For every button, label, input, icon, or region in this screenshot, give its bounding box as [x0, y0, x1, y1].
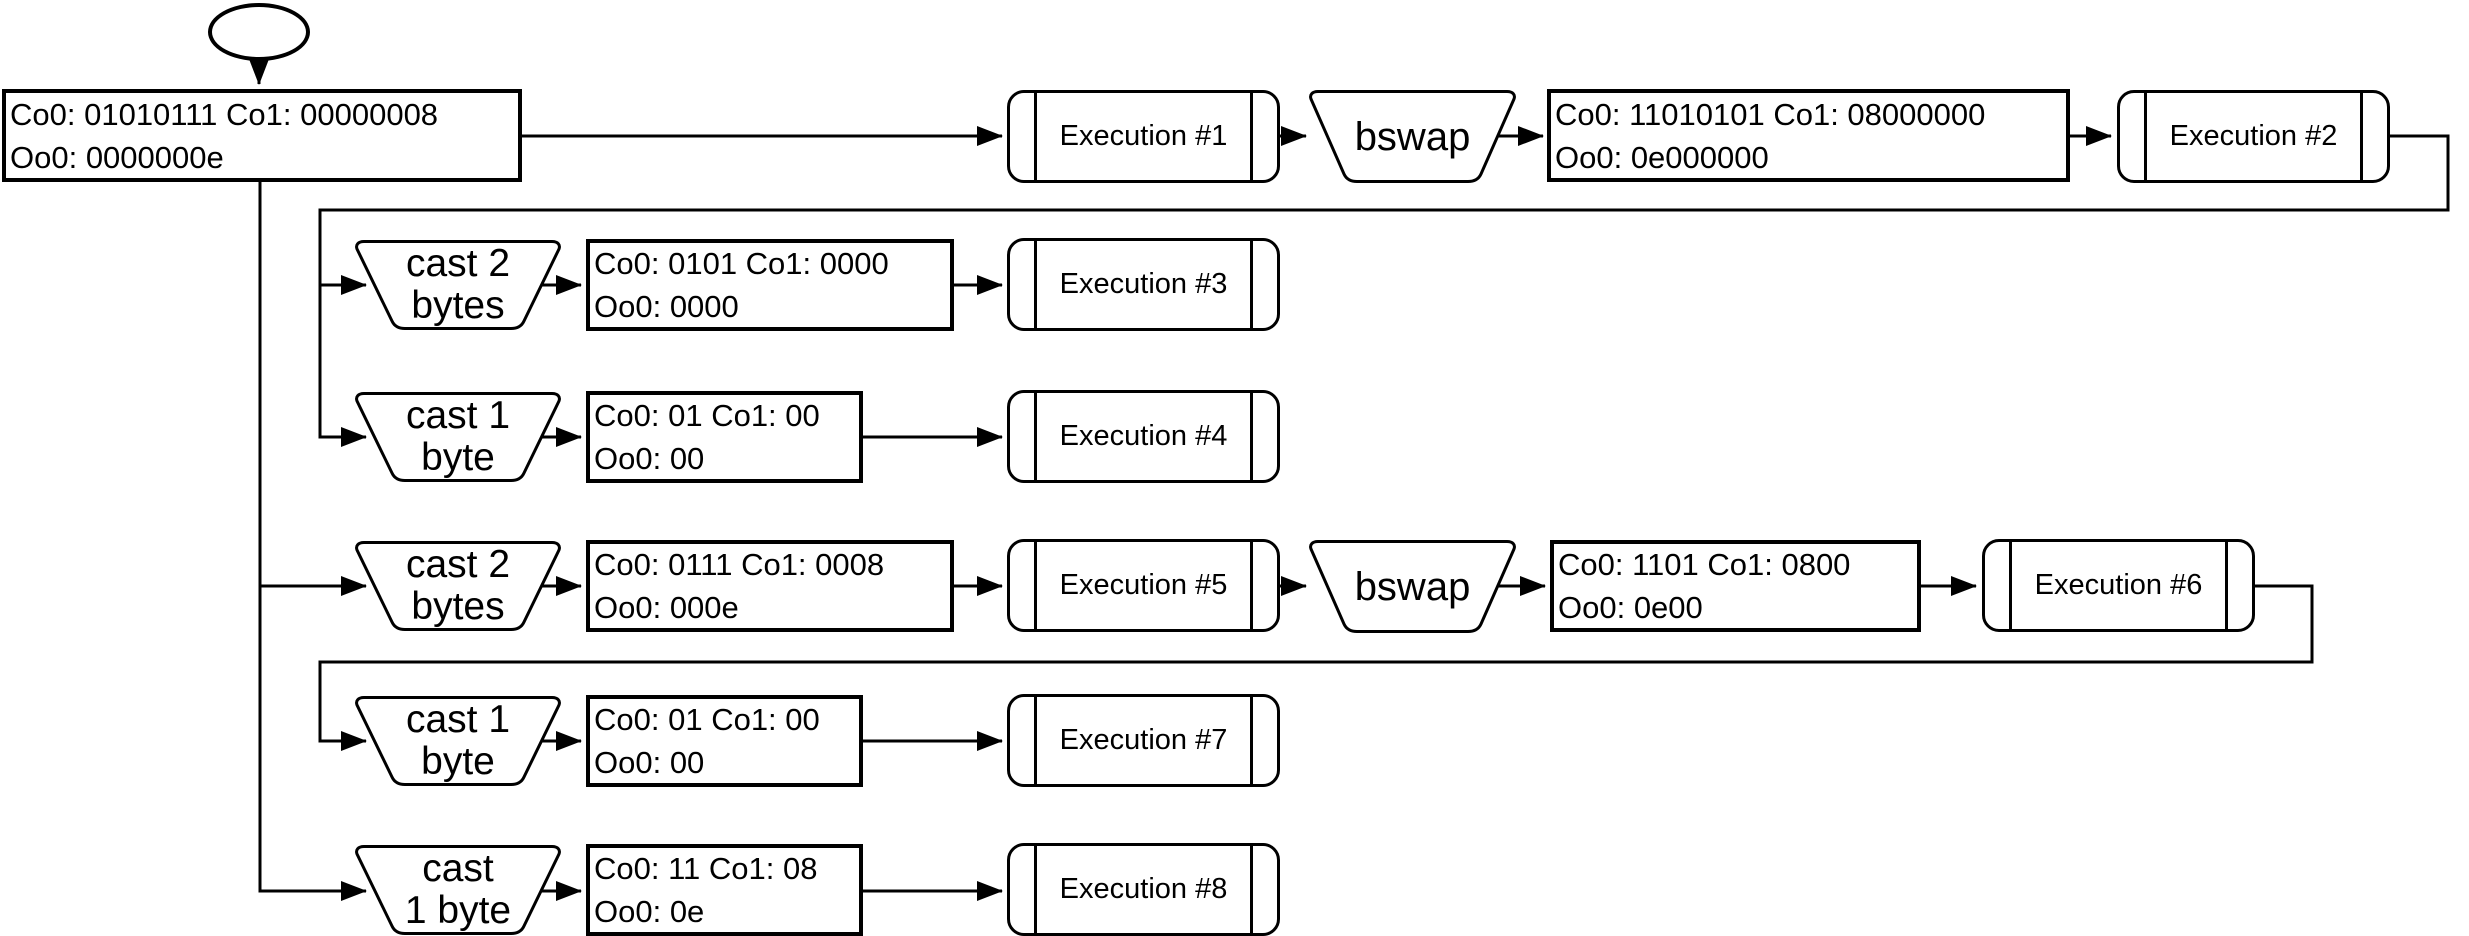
exec-left-bar — [2144, 93, 2147, 180]
state-text-line2: Oo0: 00 — [594, 441, 705, 476]
state-text-line1: Co0: 11010101 Co1: 08000000 — [1555, 96, 1986, 132]
state-box-cast1c[interactable]: Co0: 11 Co1: 08 Oo0: 0e — [586, 844, 863, 936]
state-box-after-bswap1[interactable]: Co0: 11010101 Co1: 08000000 Oo0: 0e00000… — [1547, 89, 2070, 182]
state-box-cast1a[interactable]: Co0: 01 Co1: 00 Oo0: 00 — [586, 391, 863, 483]
execution-5-node[interactable]: Execution #5 — [1007, 539, 1280, 632]
state-text-line2: Oo0: 0000 — [594, 289, 739, 324]
connector-exec6-loop-to-cast1b — [318, 584, 2314, 751]
exec-right-bar — [2360, 93, 2363, 180]
trapezoid-shape — [355, 845, 561, 935]
execution-3-node[interactable]: Execution #3 — [1007, 238, 1280, 331]
execution-5-label: Execution #5 — [1059, 569, 1228, 601]
state-text-line1: Co0: 01010111 Co1: 00000008 — [10, 96, 439, 132]
state-text-line2: Oo0: 00 — [594, 745, 705, 780]
execution-7-label: Execution #7 — [1059, 724, 1228, 756]
exec-right-bar — [2225, 542, 2228, 629]
exec-left-bar — [1034, 542, 1037, 629]
execution-8-node[interactable]: Execution #8 — [1007, 843, 1280, 936]
trapezoid-shape — [1309, 90, 1516, 183]
state-text-line1: Co0: 01 Co1: 00 — [594, 398, 820, 433]
cast-2-bytes-node-b[interactable]: cast 2 bytes — [355, 541, 561, 631]
state-text-line2: Oo0: 0e — [594, 894, 705, 929]
cast-label: cast 1 byte — [405, 394, 511, 479]
cast-label: cast 2 bytes — [405, 543, 511, 628]
state-text-line1: Co0: 0101 Co1: 0000 — [594, 246, 889, 281]
execution-4-node[interactable]: Execution #4 — [1007, 390, 1280, 483]
cast-1-byte-node-b[interactable]: cast 1 byte — [355, 696, 561, 786]
exec-right-bar — [1250, 241, 1253, 328]
state-box-cast2a[interactable]: Co0: 0101 Co1: 0000 Oo0: 0000 — [586, 239, 954, 331]
trapezoid-shape — [355, 392, 561, 482]
bswap-2-label: bswap — [1354, 564, 1471, 609]
exec-left-bar — [1034, 393, 1037, 480]
state-text-line2: Oo0: 0e000000 — [1555, 139, 1769, 175]
connector-branch-to-cast1a — [318, 285, 367, 447]
cast-1-byte-node-a[interactable]: cast 1 byte — [355, 392, 561, 482]
execution-6-node[interactable]: Execution #6 — [1982, 539, 2255, 632]
bswap-1-node[interactable]: bswap — [1309, 90, 1516, 183]
start-ellipse[interactable] — [208, 3, 310, 61]
bswap-2-node[interactable]: bswap — [1309, 540, 1516, 633]
cast-label: cast 1 byte — [405, 698, 511, 783]
state-box-root[interactable]: Co0: 01010111 Co1: 00000008 Oo0: 0000000… — [2, 89, 522, 182]
execution-8-label: Execution #8 — [1059, 873, 1228, 905]
connector-box1-branch-to-cast2b — [258, 182, 367, 596]
state-text-line1: Co0: 01 Co1: 00 — [594, 702, 820, 737]
state-box-cast2b[interactable]: Co0: 0111 Co1: 0008 Oo0: 000e — [586, 540, 954, 632]
connector-exec2-loop-to-cast2a — [318, 134, 2450, 295]
execution-3-label: Execution #3 — [1059, 268, 1228, 300]
execution-2-node[interactable]: Execution #2 — [2117, 90, 2390, 183]
exec-left-bar — [1034, 697, 1037, 784]
state-text-line2: Oo0: 0000000e — [10, 139, 224, 175]
trapezoid-shape — [355, 696, 561, 786]
bswap-1-label: bswap — [1354, 114, 1471, 159]
state-box-after-bswap2[interactable]: Co0: 1101 Co1: 0800 Oo0: 0e00 — [1550, 540, 1921, 632]
trapezoid-shape — [355, 541, 561, 631]
exec-right-bar — [1250, 93, 1253, 180]
state-box-cast1b[interactable]: Co0: 01 Co1: 00 Oo0: 00 — [586, 695, 863, 787]
connector-box1-branch-to-cast1c — [258, 586, 367, 901]
cast-2-bytes-node-a[interactable]: cast 2 bytes — [355, 240, 561, 330]
exec-left-bar — [2009, 542, 2012, 629]
trapezoid-shape — [1309, 540, 1516, 633]
state-text-line1: Co0: 11 Co1: 08 — [594, 851, 818, 886]
exec-right-bar — [1250, 542, 1253, 629]
execution-7-node[interactable]: Execution #7 — [1007, 694, 1280, 787]
execution-2-label: Execution #2 — [2169, 120, 2338, 152]
execution-1-label: Execution #1 — [1059, 120, 1228, 152]
execution-1-node[interactable]: Execution #1 — [1007, 90, 1280, 183]
exec-right-bar — [1250, 697, 1253, 784]
cast-1-byte-node-c[interactable]: cast 1 byte — [355, 845, 561, 935]
exec-left-bar — [1034, 93, 1037, 180]
state-text-line1: Co0: 0111 Co1: 0008 — [594, 547, 885, 582]
trapezoid-shape — [355, 240, 561, 330]
state-text-line2: Oo0: 0e00 — [1558, 590, 1703, 625]
cast-label: cast 1 byte — [404, 847, 512, 932]
cast-label: cast 2 bytes — [405, 242, 511, 327]
state-text-line1: Co0: 1101 Co1: 0800 — [1558, 547, 1851, 582]
exec-left-bar — [1034, 241, 1037, 328]
exec-left-bar — [1034, 846, 1037, 933]
execution-4-label: Execution #4 — [1059, 420, 1228, 452]
exec-right-bar — [1250, 393, 1253, 480]
state-text-line2: Oo0: 000e — [594, 590, 739, 625]
exec-right-bar — [1250, 846, 1253, 933]
execution-6-label: Execution #6 — [2034, 569, 2203, 601]
